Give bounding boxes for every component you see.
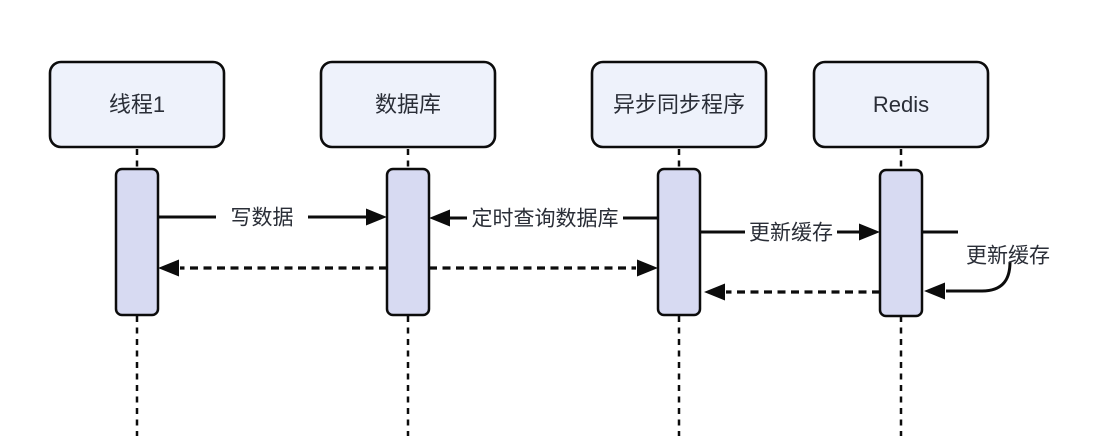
- arrowhead-right-icon: [637, 259, 658, 277]
- participant-label-database: 数据库: [375, 92, 441, 117]
- arrowhead-left-icon: [924, 282, 945, 300]
- message-label-bg: [467, 203, 623, 233]
- participant-box-thread1: [48, 60, 226, 149]
- activation-bar-database: [385, 167, 431, 317]
- activation-bar-syncprogram: [656, 167, 702, 317]
- participant-box-redis: [812, 60, 990, 149]
- participant-syncprogram: 异步同步程序: [590, 60, 768, 149]
- message-label: 写数据: [231, 207, 294, 230]
- arrowhead-left-icon: [704, 283, 725, 301]
- self-loop-curve: [946, 261, 1012, 293]
- return-to-syncprogram-from-redis: [704, 283, 880, 301]
- arrowhead-right-icon: [859, 223, 880, 241]
- participant-label-thread1: 线程1: [109, 92, 165, 117]
- participant-box-syncprogram: [590, 60, 768, 149]
- lifelines: [135, 149, 903, 436]
- message-update-cache: 更新缓存: [700, 217, 880, 247]
- activation-bar-redis: [878, 168, 924, 318]
- message-scheduled-query: 定时查询数据库: [429, 203, 658, 233]
- message-label-bg: [216, 202, 308, 232]
- message-label: 更新缓存: [749, 222, 833, 245]
- participant-thread1: 线程1: [48, 60, 226, 149]
- message-self-update-cache: 更新缓存: [922, 230, 1050, 300]
- participant-label-syncprogram: 异步同步程序: [613, 92, 745, 117]
- participant-redis: Redis: [812, 60, 990, 149]
- participant-label-redis: Redis: [873, 92, 929, 117]
- activation-bars: [114, 167, 924, 318]
- participant-database: 数据库: [319, 60, 497, 149]
- message-label-bg: [745, 217, 837, 247]
- arrowhead-left-icon: [429, 209, 450, 227]
- message-write-data: 写数据: [158, 202, 387, 232]
- return-to-thread1: [158, 259, 387, 277]
- arrowhead-left-icon: [158, 259, 179, 277]
- activation-bar-thread1: [114, 167, 160, 317]
- message-label: 定时查询数据库: [472, 208, 619, 231]
- return-to-syncprogram: [429, 259, 658, 277]
- arrowhead-right-icon: [366, 208, 387, 226]
- message-label: 更新缓存: [966, 245, 1050, 268]
- participant-box-database: [319, 60, 497, 149]
